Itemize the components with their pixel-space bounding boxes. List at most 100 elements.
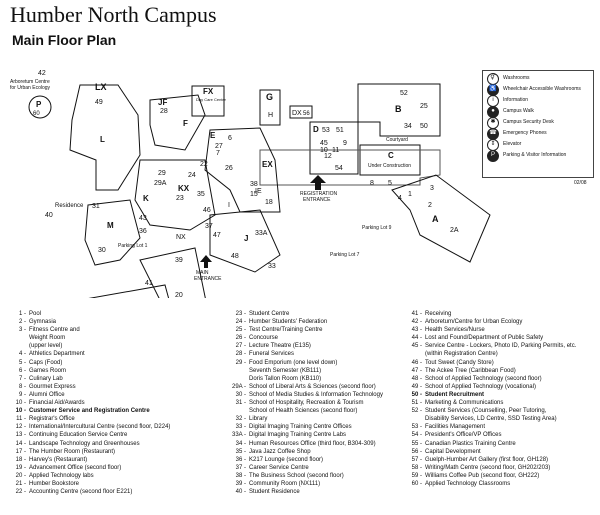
directory-text: The Ackee Tree (Caribbean Food) bbox=[425, 367, 516, 374]
directory-entry: 60 -Applied Technology Classrooms bbox=[398, 480, 598, 488]
directory-number: 54 - bbox=[411, 432, 422, 439]
directory-text: Applied Technology Classrooms bbox=[425, 480, 511, 487]
map-label-p: P bbox=[36, 100, 42, 109]
directory-entry: 55 -Canadian Plastics Training Centre bbox=[398, 440, 598, 448]
building-c[interactable] bbox=[359, 144, 421, 176]
directory-text: Gourmet Express bbox=[29, 383, 76, 390]
building-m[interactable] bbox=[84, 199, 141, 266]
directory-number: 11 - bbox=[16, 416, 26, 423]
directory-number: 47 - bbox=[411, 367, 422, 374]
legend-item: ♿Wheelchair Accessible Washrooms bbox=[487, 83, 589, 96]
building-d[interactable] bbox=[309, 121, 359, 175]
map-label-d45: 45 bbox=[320, 140, 328, 147]
building-l[interactable] bbox=[69, 84, 141, 191]
map-label-k23: 23 bbox=[176, 195, 184, 202]
building-g[interactable] bbox=[259, 89, 281, 126]
building-e[interactable] bbox=[204, 127, 281, 213]
directory-text: Advancement Office (second floor) bbox=[29, 464, 122, 471]
map-label-lx: LX bbox=[95, 82, 107, 92]
directory-text: Fitness Centre and bbox=[29, 327, 80, 334]
map-label-k29: 29 bbox=[158, 170, 166, 177]
map-label-c-sub: Under Construction bbox=[368, 163, 411, 169]
directory-text: Tout Sweet (Candy Store) bbox=[425, 359, 494, 366]
map-label-a: A bbox=[432, 214, 439, 224]
directory-number: 6 - bbox=[18, 367, 26, 374]
directory-number: 34 - bbox=[235, 440, 246, 447]
directory-entry: 53 -Facilities Management bbox=[398, 423, 598, 431]
directory-text: Test Centre/Training Centre bbox=[249, 327, 323, 334]
directory-entry: 9 -Alumni Office bbox=[2, 391, 242, 399]
directory-number: 9 - bbox=[18, 391, 26, 398]
directory-number: 14 - bbox=[15, 440, 26, 447]
building-k[interactable] bbox=[134, 159, 216, 231]
directory-entry: 25 -Test Centre/Training Centre bbox=[222, 326, 412, 334]
registration-entrance-arrow bbox=[310, 175, 326, 190]
legend-item: ☎Emergency Phones bbox=[487, 127, 589, 140]
directory-entry: 20 -Applied Technology labs bbox=[2, 472, 242, 480]
map-label-reg: REGISTRATION bbox=[300, 191, 338, 197]
map-label-main1b: ENTRANCE bbox=[194, 276, 222, 282]
directory-number: 23 - bbox=[235, 311, 246, 317]
directory-text: Marketing & Communications bbox=[425, 400, 504, 407]
building-fx[interactable] bbox=[191, 85, 225, 117]
map-label-ie: IE bbox=[255, 188, 262, 195]
map-label-reg2: ENTRANCE bbox=[303, 197, 331, 203]
directory-entry: (upper level) bbox=[2, 342, 242, 350]
directory-number: 3 - bbox=[18, 327, 26, 334]
directory-entry: 33A -Digital Imaging Training Centre Lab… bbox=[222, 431, 412, 439]
map-label-j39: 39 bbox=[175, 257, 183, 264]
legend-item: ⇕Elevator bbox=[487, 138, 589, 151]
building-j[interactable] bbox=[209, 209, 281, 273]
directory-entry: (within Registration Centre) bbox=[398, 350, 598, 358]
building-dx[interactable] bbox=[289, 105, 313, 119]
directory-text: Culinary Lab bbox=[29, 375, 63, 382]
directory-entry: 2 -Gymnasia bbox=[2, 318, 242, 326]
map-label-n20: 20 bbox=[175, 292, 183, 298]
map-label-pl7: Parking Lot 7 bbox=[330, 252, 360, 258]
directory-entry: 21 -Humber Bookstore bbox=[2, 480, 242, 488]
map-label-a1: 1 bbox=[408, 191, 412, 198]
directory-entry: 8 -Gourmet Express bbox=[2, 383, 242, 391]
directory-text: Digital Imaging Training Centre Offices bbox=[249, 424, 352, 431]
directory-text: School of Applied Technology (vocational… bbox=[425, 383, 536, 390]
building-p[interactable] bbox=[28, 95, 52, 119]
directory-text: School of Applied Technology (second flo… bbox=[425, 375, 542, 382]
map-label-e: E bbox=[210, 131, 216, 140]
building-guelph-humber[interactable] bbox=[70, 284, 180, 298]
directory-text: Community Room (NX111) bbox=[249, 480, 321, 487]
building-n[interactable] bbox=[139, 247, 215, 298]
directory-text: Capital Development bbox=[425, 448, 481, 455]
directory-number: 57 - bbox=[411, 456, 422, 463]
directory-text: (within Registration Centre) bbox=[425, 351, 498, 358]
building-b[interactable] bbox=[357, 83, 441, 137]
map-label-e22: 22 bbox=[200, 161, 208, 168]
building-f[interactable] bbox=[149, 94, 206, 151]
directory-text: Pool bbox=[29, 311, 42, 317]
directory-entry: 54 -President's Office/VP Offices bbox=[398, 431, 598, 439]
map-label-b4: 4 bbox=[398, 195, 402, 202]
directory-number: 8 - bbox=[18, 383, 26, 390]
directory-text: Food Emporium (one level down) bbox=[249, 359, 338, 366]
map-label-b5: 5 bbox=[388, 180, 392, 187]
directory-entry: 30 -School of Media Studies & Informatio… bbox=[222, 391, 412, 399]
directory-number: 39 - bbox=[235, 480, 246, 487]
building-a[interactable] bbox=[391, 174, 491, 263]
directory-text: Continuing Education Service Centre bbox=[29, 432, 128, 439]
directory-number: 40 - bbox=[235, 489, 246, 496]
directory-number: 60 - bbox=[411, 480, 422, 487]
directory-text: Customer Service and Registration Centre bbox=[29, 408, 150, 415]
map-label-e38: 38 bbox=[250, 181, 258, 188]
map-label-g: G bbox=[266, 92, 273, 102]
map-label-e26: 26 bbox=[225, 165, 233, 172]
directory-number: 25 - bbox=[235, 327, 246, 334]
directory-entry: 59 -Williams Coffee Pub (second floor, G… bbox=[398, 472, 598, 480]
directory-entry: 39 -Community Room (NX111) bbox=[222, 480, 412, 488]
directory-text: Games Room bbox=[29, 367, 67, 374]
map-label-res40: 40 bbox=[45, 212, 53, 219]
map-label-fx-sub: Day Care Centre bbox=[196, 97, 227, 102]
directory-entry: 18 -Harvey's (Restaurant) bbox=[2, 456, 242, 464]
